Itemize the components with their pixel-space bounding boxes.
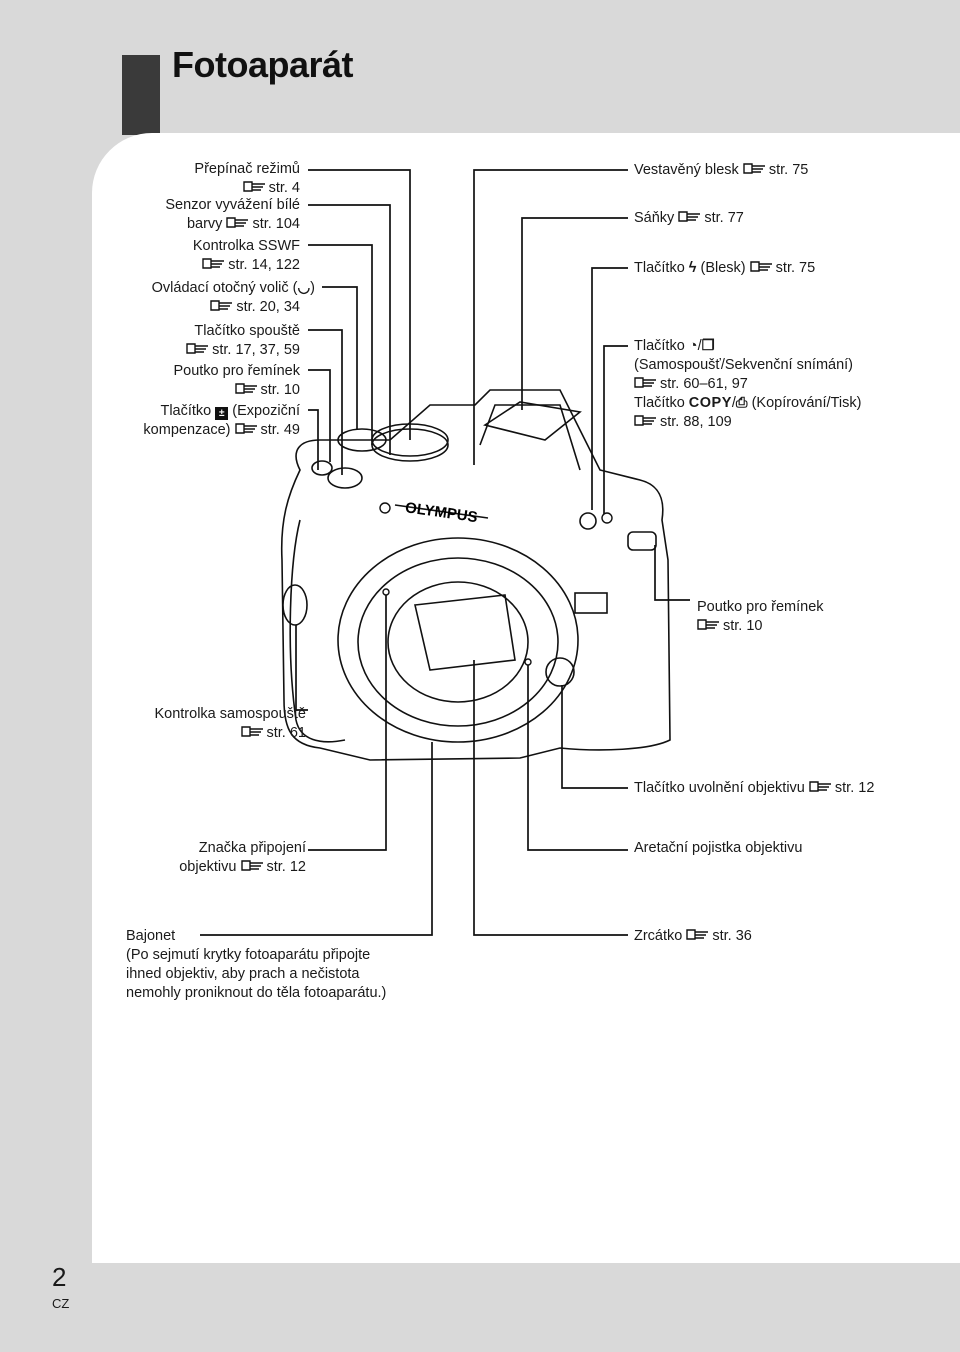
camera-grip — [289, 519, 346, 743]
callout-strap-right — [654, 545, 690, 601]
reference-hand-icon — [697, 618, 721, 631]
page-title: Fotoaparát — [172, 44, 354, 85]
reference-hand-icon — [186, 342, 210, 355]
camera-body-outline — [280, 389, 671, 761]
callout-shutter — [308, 329, 343, 475]
reference-hand-icon — [809, 780, 833, 793]
label-lens-release: Tlačítko uvolnění objektivu str. 12 — [634, 780, 875, 796]
reference-hand-icon — [226, 216, 250, 229]
print-icon: ⎙ — [735, 395, 748, 411]
callout-lens-release — [561, 685, 628, 789]
label-flash-btn: Tlačítko ϟ (Blesk) str. 75 — [634, 260, 816, 276]
label-wb-sensor: Senzor vyvážení bílé barvy str. 104 — [165, 197, 300, 232]
label-selftimer-lamp: Kontrolka samospouště str. 61 — [154, 706, 306, 741]
label-shutter: Tlačítko spouště str. 17, 37, 59 — [186, 322, 300, 360]
callout-exposure — [308, 409, 319, 470]
label-sswf: Kontrolka SSWF str. 14, 122 — [192, 238, 300, 273]
reference-hand-icon — [634, 376, 658, 389]
reference-hand-icon — [743, 162, 767, 175]
label-mirror: Zrcátko str. 36 — [634, 928, 752, 944]
mirror-shape — [414, 594, 516, 671]
label-hot-shoe: Sáňky str. 77 — [634, 210, 744, 226]
callout-flash-btn — [591, 267, 628, 510]
reference-hand-icon — [242, 180, 267, 193]
label-strap-left: Poutko pro řemínek str. 10 — [173, 363, 300, 398]
reference-hand-icon — [240, 725, 265, 738]
callout-lens-lock — [527, 664, 628, 851]
brand-logo: OLYMPUS — [404, 499, 478, 526]
callout-selftimer-lamp — [295, 625, 308, 711]
reference-hand-icon — [634, 414, 658, 427]
callout-mount-mark — [308, 592, 387, 851]
label-flash-builtin: Vestavěný blesk str. 75 — [634, 162, 809, 178]
sequential-shooting-icon: ❐ — [701, 338, 715, 354]
reference-hand-icon — [240, 859, 265, 872]
callout-mount — [200, 742, 433, 936]
label-mount: Bajonet (Po sejmutí krytky fotoaparátu p… — [126, 928, 387, 1001]
reference-hand-icon — [234, 382, 259, 395]
label-lens-lock: Aretační pojistka objektivu — [634, 840, 803, 856]
reference-hand-icon — [202, 257, 226, 270]
label-mount-mark: Značka připojení objektivu str. 12 — [179, 840, 306, 875]
reference-hand-icon — [749, 260, 774, 273]
callout-sswf — [308, 244, 373, 445]
callout-control-dial — [322, 286, 358, 430]
callout-hot-shoe — [521, 217, 628, 410]
callout-flash-builtin — [473, 169, 628, 465]
label-control-dial: Ovládací otočný volič (◡) str. 20, 34 — [151, 280, 315, 315]
reference-hand-icon — [210, 299, 234, 312]
exposure-compensation-icon: ± — [215, 407, 229, 420]
content-sheet — [92, 133, 960, 1263]
callout-mirror — [473, 660, 628, 936]
reference-hand-icon — [686, 928, 710, 941]
self-timer-icon: ◔ — [688, 338, 698, 354]
flash-bolt-icon: ϟ — [688, 260, 697, 276]
callout-strap-left — [308, 369, 331, 462]
label-selftimer-btn: Tlačítko ◔/❐ (Samospoušť/Sekvenční snímá… — [634, 338, 862, 430]
lens-mount — [337, 537, 579, 743]
title-bar-marker — [122, 55, 160, 135]
label-mode-dial: Přepínač režimů str. 4 — [194, 161, 300, 196]
label-strap-right: Poutko pro řemínek str. 10 — [697, 599, 824, 634]
hot-shoe-shape — [483, 401, 582, 441]
label-exposure: Tlačítko ± (Expoziční kompenzace) str. 4… — [143, 403, 300, 438]
callout-selftimer-btn — [603, 345, 628, 520]
reference-hand-icon — [234, 422, 259, 435]
page-language: CZ — [52, 1296, 70, 1311]
reference-hand-icon — [678, 210, 702, 223]
page-number: 2 — [52, 1262, 67, 1292]
control-dial-icon: ◡ — [297, 280, 311, 296]
callout-wb-sensor — [308, 204, 391, 455]
callout-mode-dial — [308, 169, 411, 440]
camera-prism — [479, 404, 581, 471]
